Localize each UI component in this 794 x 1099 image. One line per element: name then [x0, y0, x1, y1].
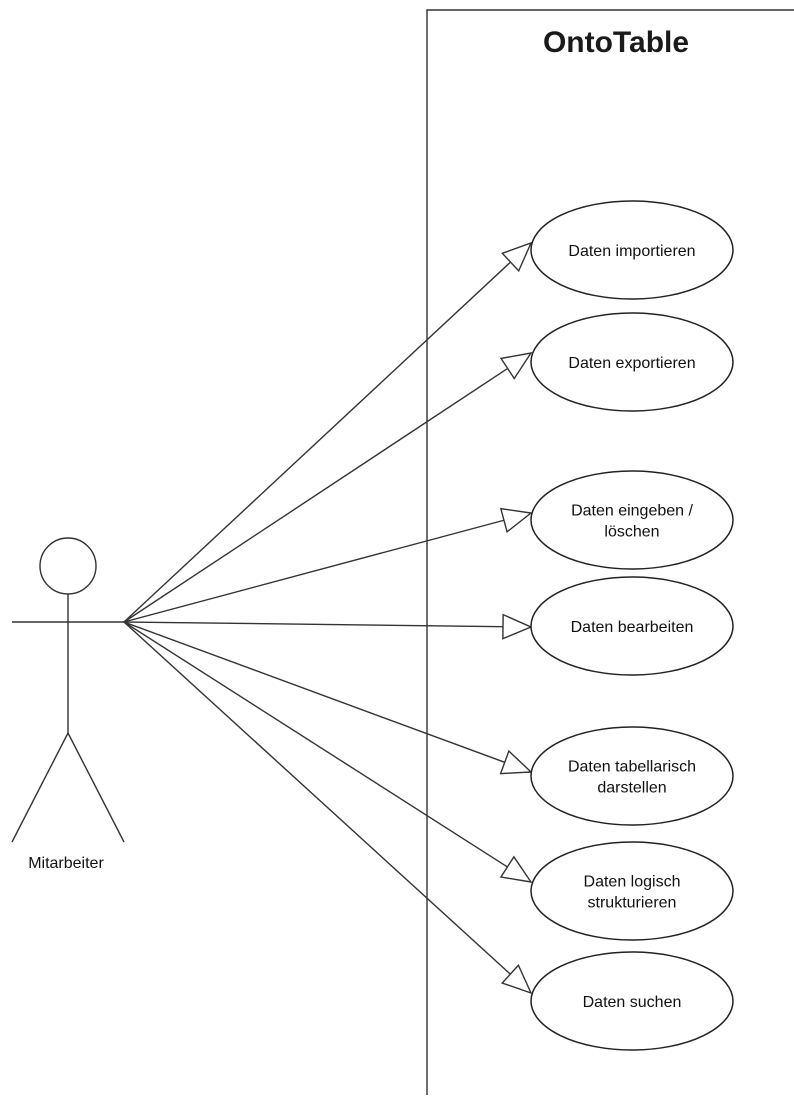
association-4	[123, 613, 533, 640]
arrowhead	[499, 352, 533, 380]
use-case-ellipse	[530, 841, 734, 941]
arrowhead	[501, 241, 533, 273]
use-case-label: Daten eingeben /	[571, 503, 693, 520]
association-line	[123, 621, 511, 975]
association-6	[123, 621, 533, 883]
use-case-5: Daten tabellarisch darstellen	[530, 726, 734, 826]
use-case-ellipse	[530, 312, 734, 412]
use-case-label: Daten importieren	[568, 243, 695, 260]
use-case-3: Daten eingeben / löschen	[530, 470, 734, 570]
association-7	[123, 621, 533, 995]
arrowhead	[499, 855, 533, 883]
use-case-ellipse	[530, 726, 734, 826]
actor-left-leg	[11, 732, 69, 843]
association-line	[123, 621, 504, 628]
association-line	[123, 621, 505, 763]
use-case-6: Daten logisch strukturieren	[530, 841, 734, 941]
arrowhead	[500, 964, 533, 995]
association-1	[123, 241, 533, 623]
associations	[123, 241, 533, 995]
association-line	[123, 621, 508, 868]
association-2	[123, 352, 533, 623]
arrowhead	[499, 749, 533, 775]
association-5	[123, 621, 533, 775]
use-case-label: darstellen	[597, 780, 666, 797]
use-case-label: Daten logisch	[584, 874, 681, 891]
actor: Mitarbeiter	[11, 537, 125, 872]
association-3	[123, 507, 533, 623]
arrowhead	[502, 613, 533, 640]
use-case-ellipse	[530, 200, 734, 300]
association-line	[123, 261, 511, 623]
association-line	[123, 519, 505, 623]
use-case-ellipse	[530, 576, 734, 676]
use-case-ellipse	[530, 951, 734, 1051]
arrowhead	[499, 507, 533, 534]
use-case-label: Daten bearbeiten	[571, 619, 694, 636]
use-case-label: löschen	[604, 524, 659, 541]
actor-label: Mitarbeiter	[28, 855, 104, 872]
use-case-4: Daten bearbeiten	[530, 576, 734, 676]
use-case-label: Daten suchen	[583, 994, 682, 1011]
use-case-7: Daten suchen	[530, 951, 734, 1051]
system-title: OntoTable	[543, 26, 689, 59]
use-case-1: Daten importieren	[530, 200, 734, 300]
use-case-label: strukturieren	[588, 895, 677, 912]
actor-right-leg	[67, 732, 125, 843]
use-case-ellipse	[530, 470, 734, 570]
association-line	[123, 367, 509, 623]
use-case-label: Daten tabellarisch	[568, 759, 696, 776]
actor-head	[39, 537, 97, 595]
use-case-label: Daten exportieren	[568, 355, 695, 372]
use-case-2: Daten exportieren	[530, 312, 734, 412]
